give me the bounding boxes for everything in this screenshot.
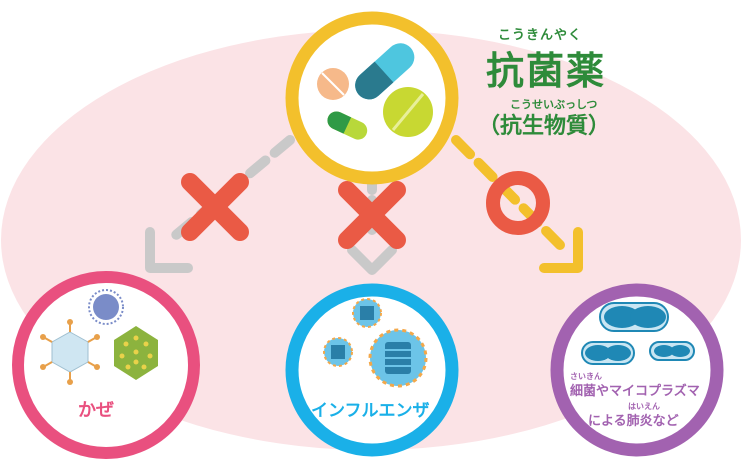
title-main: 抗菌薬	[486, 49, 607, 93]
virus-icon	[40, 319, 100, 385]
capsule-icon	[327, 111, 368, 140]
bacteria-ruby-1: さいきん	[570, 372, 602, 381]
pill-tablet-icon	[383, 87, 433, 137]
circle-mark-icon	[486, 171, 550, 235]
subtitle: （抗生物質）	[478, 114, 611, 139]
cross-mark-icon	[338, 181, 406, 249]
bacteria-label-line2: による肺炎など	[588, 414, 679, 429]
bacteria-icon	[649, 341, 695, 361]
antibiotics-circle	[285, 11, 459, 185]
cross-mark-icon	[181, 173, 249, 241]
virus-icon	[352, 298, 382, 328]
bacteria-ruby-2: はいえん	[628, 402, 660, 411]
bacteria-icon	[599, 302, 669, 332]
bacteria-label-line1: 細菌やマイコプラズマ	[570, 384, 700, 399]
arrow-to-bacteria	[451, 135, 583, 273]
virus-icon	[368, 328, 428, 388]
bacteria-icon	[581, 341, 635, 365]
title-ruby: こうきんやく	[498, 28, 583, 43]
cold-circle	[12, 271, 200, 459]
virus-icon	[88, 289, 124, 325]
subtitle-ruby: こうせいぶっしつ	[510, 98, 598, 111]
cold-label: かぜ	[78, 400, 114, 421]
pill-tablet-icon	[317, 68, 349, 100]
flu-circle	[285, 283, 459, 457]
virus-icon	[114, 326, 158, 380]
flu-label: インフルエンザ	[311, 401, 430, 421]
virus-icon	[323, 337, 353, 367]
capsule-icon	[355, 43, 415, 100]
bacteria-circle	[550, 283, 724, 457]
